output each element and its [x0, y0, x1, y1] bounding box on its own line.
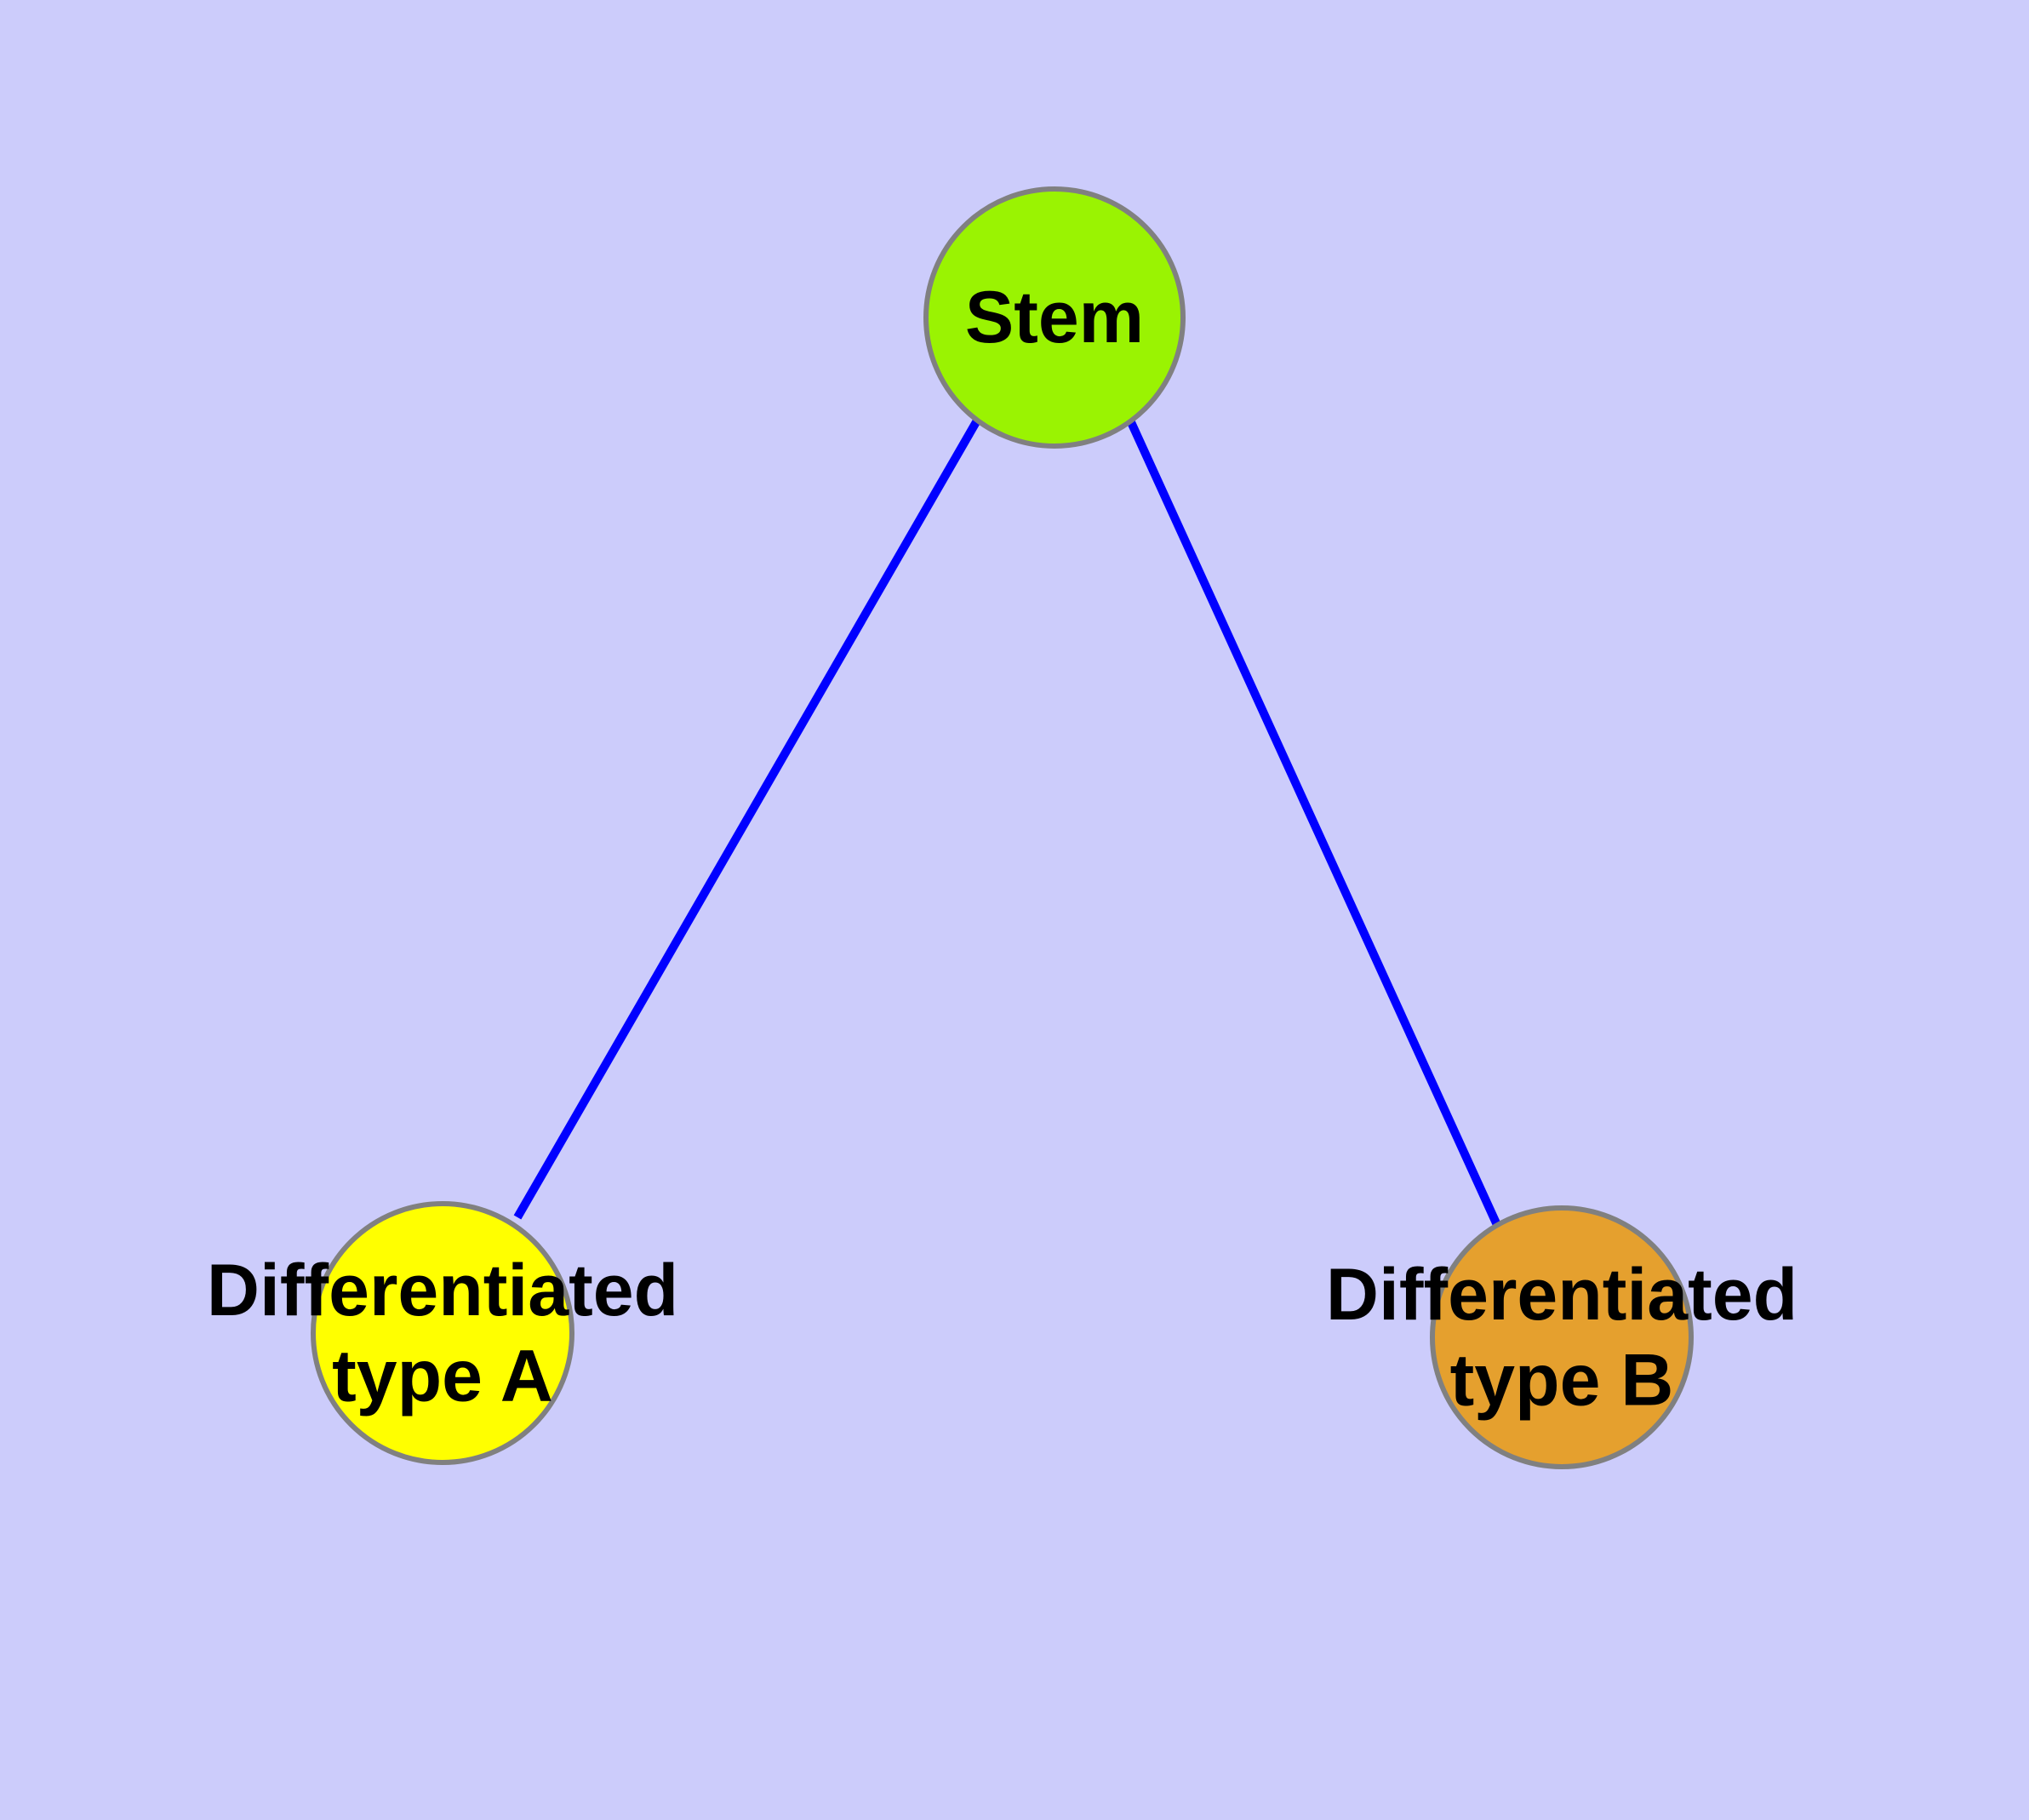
edge-stem-to-diff-b: [1127, 420, 1501, 1228]
edge-stem-to-diff-a: [513, 418, 981, 1220]
node-differentiated-type-a-circle[interactable]: [311, 1201, 574, 1465]
node-stem-label: Stem: [965, 277, 1144, 358]
node-stem-circle[interactable]: [923, 186, 1186, 449]
node-differentiated-type-b-circle[interactable]: [1430, 1205, 1694, 1469]
edge-layer: [513, 418, 1501, 1228]
node-stem[interactable]: Stem: [923, 186, 1186, 449]
